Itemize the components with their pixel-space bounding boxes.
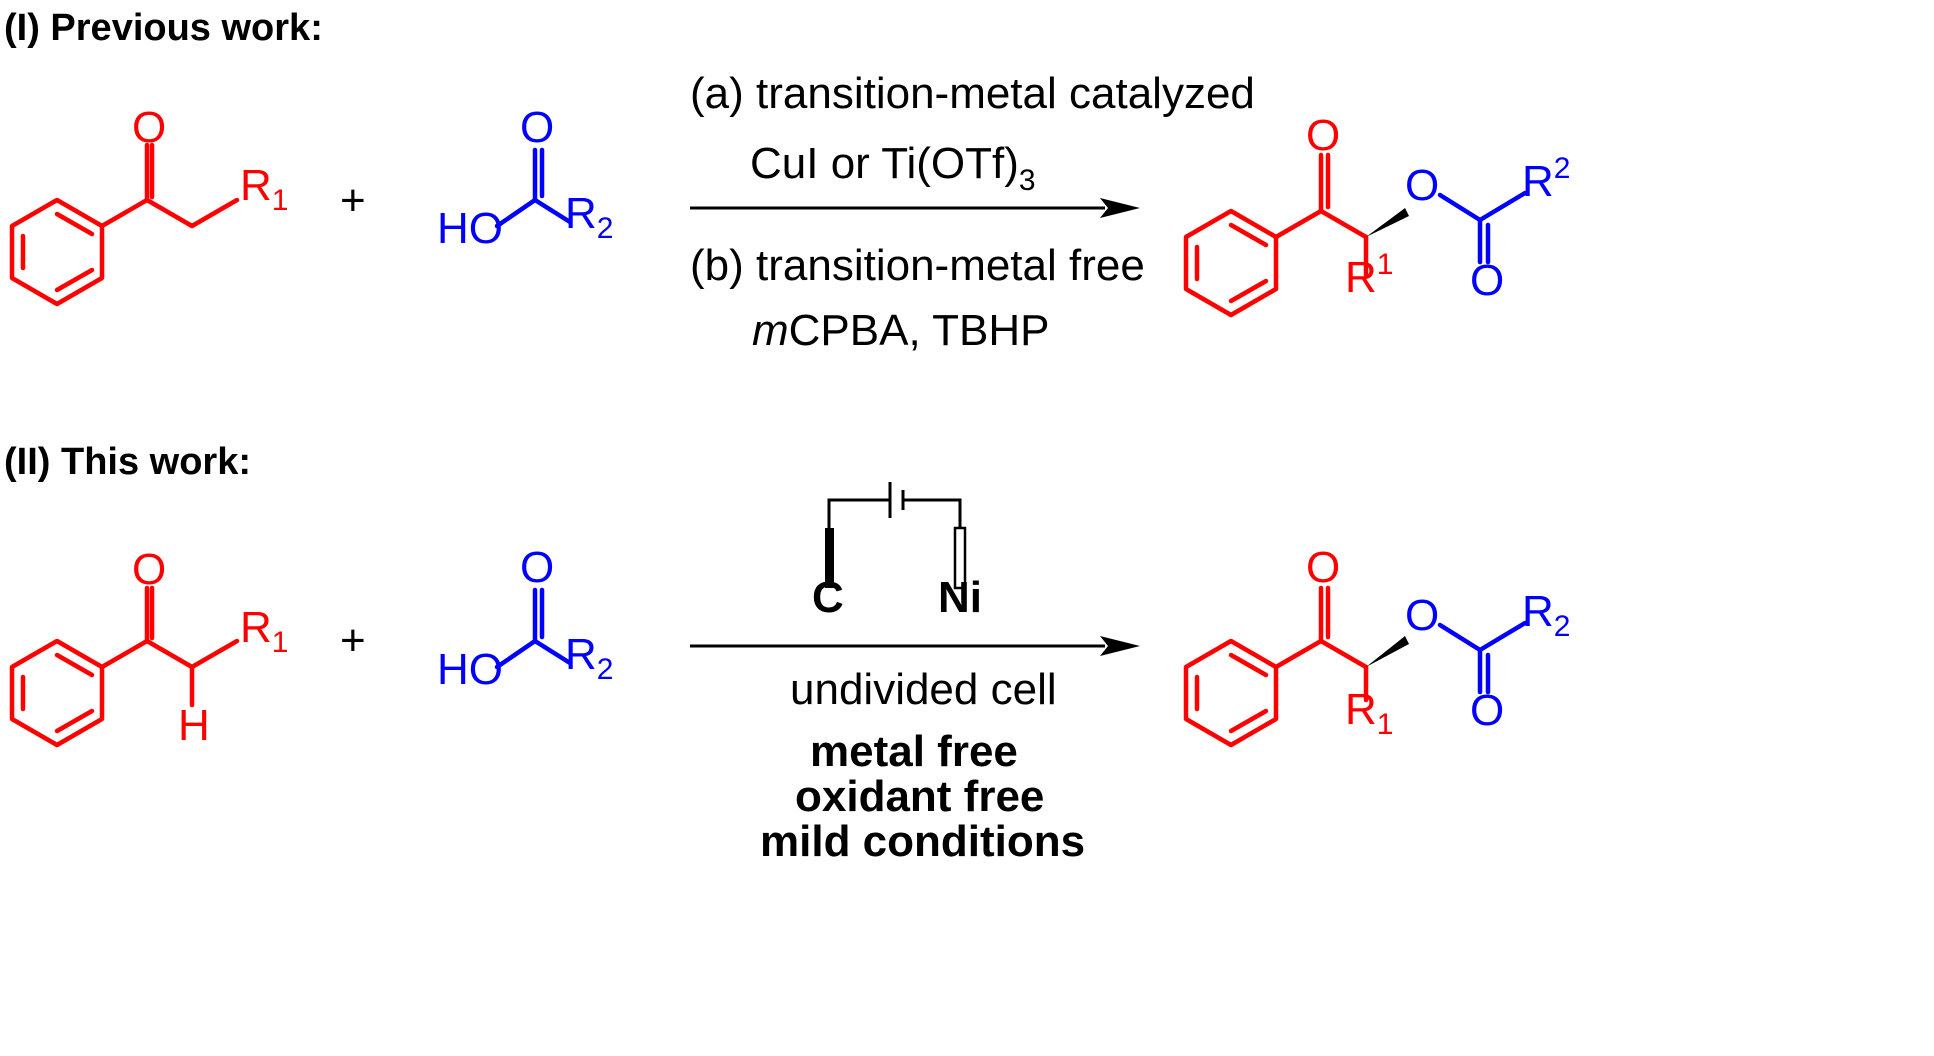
product-ketone-oxygen: O <box>1306 111 1340 160</box>
section2-acid <box>494 587 573 670</box>
r2-label: R2 <box>565 189 613 245</box>
electrochemical-cell <box>825 482 967 590</box>
feature-mild-conditions: mild conditions <box>760 817 1085 866</box>
reagents-a: CuI or Ti(OTf)3 <box>750 139 1036 197</box>
reaction-arrow-1 <box>690 198 1140 218</box>
section2-product-acyl <box>1437 620 1528 695</box>
acid-2-oxygen: O <box>520 543 554 592</box>
ketone-oxygen: O <box>132 103 166 152</box>
plus-sign-2: + <box>340 616 366 665</box>
product-2-r2: R2 <box>1522 587 1570 643</box>
acid-2-hydroxyl: HO <box>437 645 503 694</box>
section1-product-ketone <box>1183 152 1369 318</box>
product-r1: R1 <box>1345 248 1393 302</box>
section2-ketone <box>9 585 240 748</box>
acid-oxygen: O <box>520 103 554 152</box>
reagents-b: mCPBA, TBHP <box>752 306 1049 355</box>
product-2-r1: R1 <box>1345 685 1393 741</box>
product-2-ketone-oxygen: O <box>1306 543 1340 592</box>
reaction-arrow-2 <box>690 636 1140 656</box>
section1-ketone <box>9 142 240 307</box>
wedge-bond-1 <box>1366 208 1409 237</box>
ketone-2-r1: R1 <box>240 603 288 659</box>
ketone-2-oxygen: O <box>132 545 166 594</box>
wedge-bond-2 <box>1366 636 1409 667</box>
product-2-ester-oxygen: O <box>1405 591 1439 640</box>
cell-type: undivided cell <box>790 665 1057 714</box>
section-2-heading: (II) This work: <box>4 441 251 483</box>
feature-oxidant-free: oxidant free <box>795 772 1044 821</box>
plus-sign: + <box>340 176 366 225</box>
anode-label: C <box>812 573 844 622</box>
condition-a: (a) transition-metal catalyzed <box>690 69 1255 118</box>
nickel-electrode <box>953 526 967 590</box>
section2-product-ketone <box>1183 585 1369 748</box>
cathode-label: Ni <box>938 573 982 622</box>
condition-b: (b) transition-metal free <box>690 241 1145 290</box>
feature-metal-free: metal free <box>810 727 1018 776</box>
acid-hydroxyl: HO <box>437 204 503 253</box>
section-1-heading: (I) Previous work: <box>4 7 323 49</box>
carbon-electrode <box>825 528 834 588</box>
r1-label: R1 <box>240 161 288 217</box>
section1-product-acyl <box>1437 190 1528 265</box>
product-ester-oxygen: O <box>1405 161 1439 210</box>
product-carbonyl-oxygen: O <box>1470 256 1504 305</box>
acid-2-r2: R2 <box>565 630 613 686</box>
alpha-hydrogen: H <box>178 701 210 750</box>
product-2-carbonyl-oxygen: O <box>1470 686 1504 735</box>
product-r2: R2 <box>1522 152 1570 206</box>
section1-acid <box>494 147 573 229</box>
